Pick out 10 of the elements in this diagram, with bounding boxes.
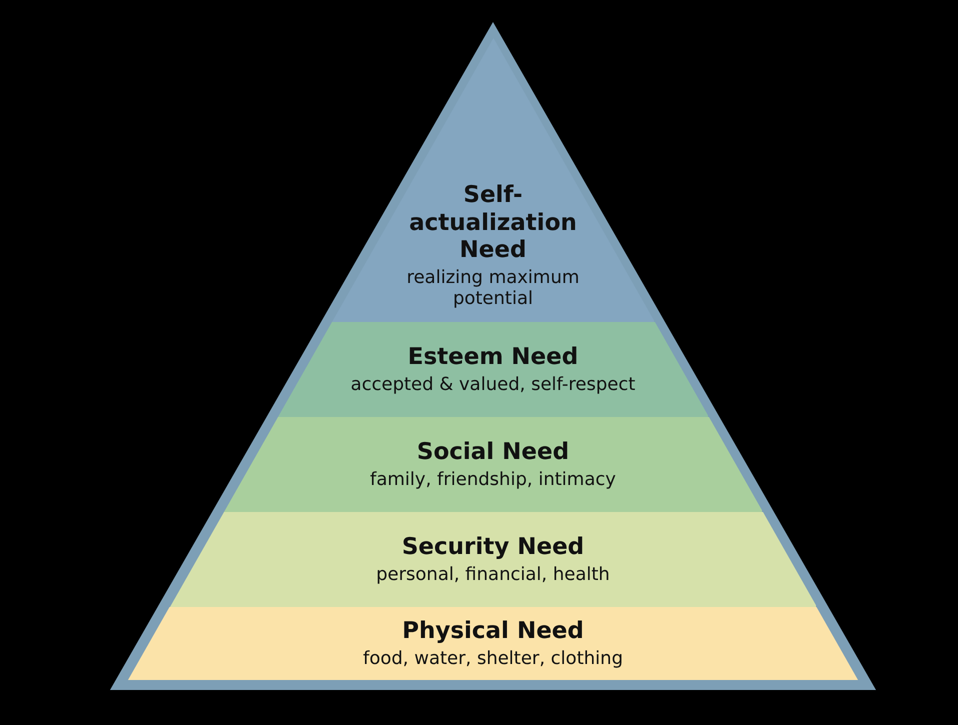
level-description: accepted & valued, self-respect xyxy=(350,374,636,396)
level-heading: Self-actualization Need xyxy=(408,182,578,265)
level-heading: Security Need xyxy=(402,534,584,562)
level-heading: Physical Need xyxy=(402,618,584,646)
level-heading: Social Need xyxy=(416,438,570,466)
level-description: personal, financial, health xyxy=(376,564,610,586)
level-description: family, friendship, intimacy xyxy=(370,468,616,490)
level-heading: Esteem Need xyxy=(408,344,578,372)
level-description: food, water, shelter, clothing xyxy=(362,648,623,670)
level-description: realizing maximum potential xyxy=(406,266,580,310)
